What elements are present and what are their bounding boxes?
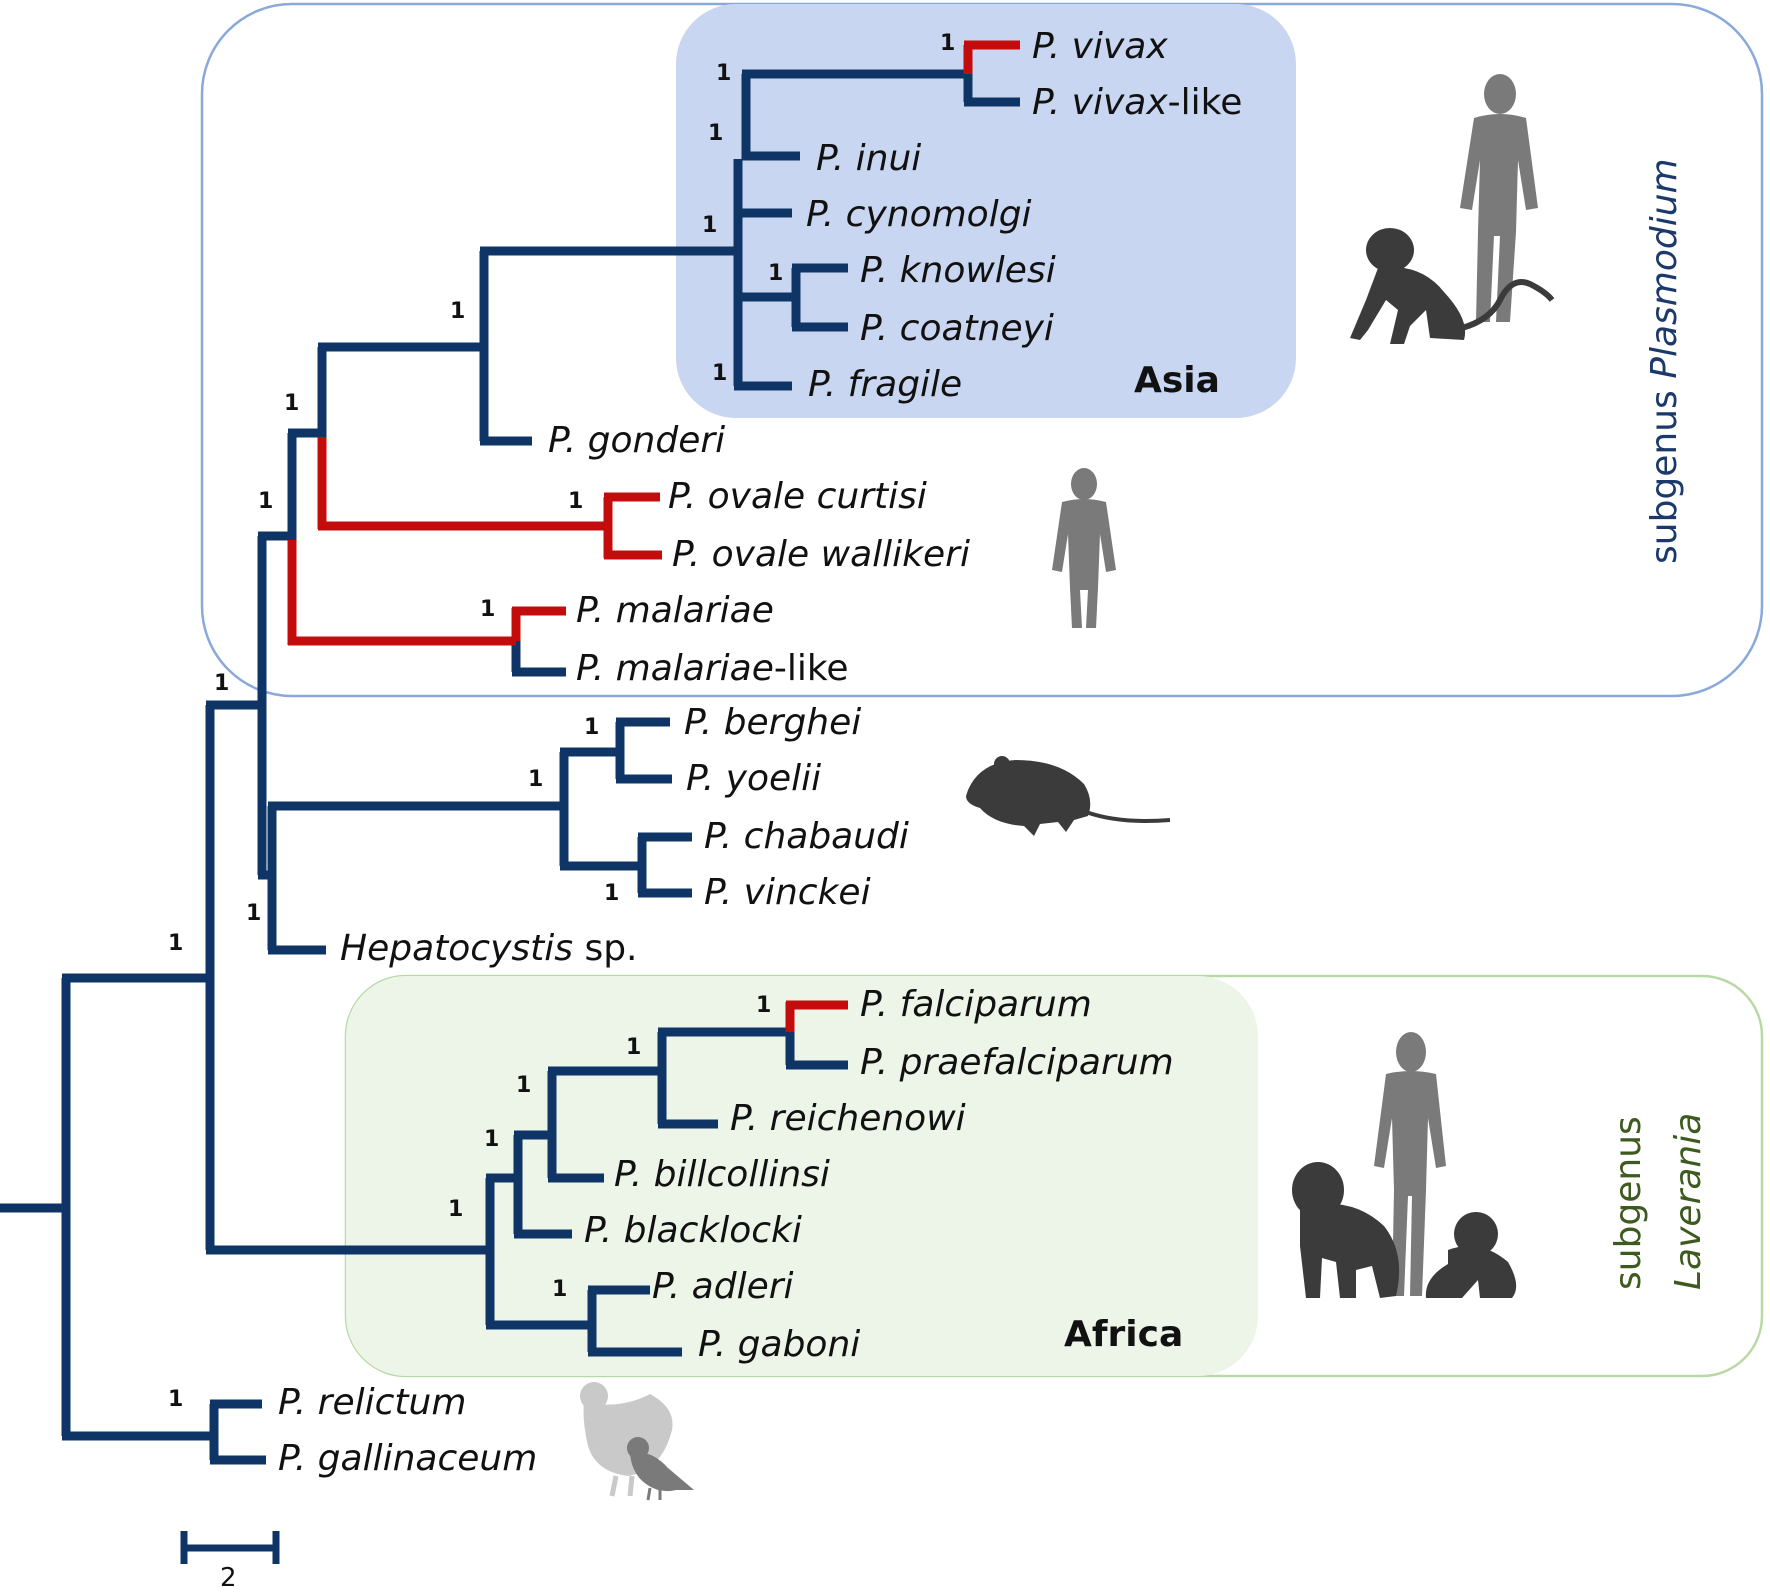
taxon-label: P. yoelii (686, 758, 821, 799)
region-label-africa: Africa (1064, 1314, 1183, 1355)
support-label: 1 (214, 671, 229, 696)
gorilla-icon (1292, 1162, 1400, 1298)
bird-icon (627, 1437, 694, 1501)
human-icon (1374, 1032, 1446, 1296)
rodent-icon (966, 756, 1171, 836)
support-label: 1 (940, 31, 955, 56)
taxon-label: P. coatneyi (860, 308, 1054, 349)
taxon-label: Hepatocystis sp. (340, 928, 638, 969)
taxon-label: P. adleri (652, 1266, 794, 1307)
taxon-label: P. fragile (808, 364, 962, 405)
support-label: 1 (516, 1073, 531, 1098)
taxon-label: P. knowlesi (860, 250, 1056, 291)
scale-bar-label: 2 (220, 1563, 237, 1593)
support-label: 1 (480, 597, 495, 622)
taxon-label: P. praefalciparum (860, 1042, 1174, 1083)
support-label: 1 (584, 715, 599, 740)
human-icon (1052, 468, 1116, 628)
taxon-label: P. blacklocki (584, 1210, 802, 1251)
tree-branches (0, 40, 1020, 1465)
taxon-label: P. chabaudi (704, 816, 909, 857)
chimpanzee-icon (1425, 1212, 1517, 1298)
taxon-label: P. ovale wallikeri (672, 534, 970, 575)
taxon-label: P. vinckei (704, 872, 871, 913)
macaque-icon (1350, 228, 1555, 344)
support-label: 1 (702, 213, 717, 238)
support-label: 1 (604, 881, 619, 906)
support-label: 1 (716, 61, 731, 86)
support-label: 1 (246, 901, 261, 926)
support-label: 1 (168, 1387, 183, 1412)
support-label: 1 (450, 299, 465, 324)
taxon-label: P. gallinaceum (278, 1438, 537, 1479)
taxon-label: P. cynomolgi (806, 194, 1032, 235)
support-label: 1 (528, 767, 543, 792)
support-label: 1 (484, 1127, 499, 1152)
taxon-label: P. inui (816, 138, 921, 179)
taxon-label: P. ovale curtisi (668, 476, 927, 517)
subgenus-plasmodium-label: subgenus Plasmodium (1644, 158, 1685, 564)
taxon-label: P. gonderi (548, 420, 725, 461)
support-label: 1 (258, 489, 273, 514)
support-label: 1 (284, 391, 299, 416)
support-label: 1 (448, 1197, 463, 1222)
subgenus-laverania-prefix: subgenus (1608, 1116, 1649, 1290)
taxon-label: P. billcollinsi (614, 1154, 830, 1195)
scale-bar (180, 1531, 280, 1564)
africa-region-box (346, 976, 1258, 1376)
human-icon (1460, 74, 1538, 322)
region-label-asia: Asia (1134, 360, 1220, 401)
support-label: 1 (168, 931, 183, 956)
subgenus-laverania-name: Laverania (1668, 1113, 1709, 1290)
taxon-label: P. berghei (684, 702, 861, 743)
taxon-label: P. malariae (576, 590, 774, 631)
taxon-label: P. malariae-like (576, 648, 849, 689)
asia-region-box (676, 4, 1296, 418)
support-label: 1 (626, 1035, 641, 1060)
taxon-label: P. vivax-like (1032, 82, 1242, 123)
taxon-label: P. vivax (1032, 26, 1168, 67)
taxon-label: P. falciparum (860, 984, 1092, 1025)
taxon-label: P. reichenowi (730, 1098, 966, 1139)
taxon-label: P. relictum (278, 1382, 466, 1423)
support-label: 1 (708, 121, 723, 146)
taxon-labels: P. vivax P. vivax-like P. inui P. cynomo… (278, 26, 1242, 1479)
support-label: 1 (568, 489, 583, 514)
support-label: 1 (756, 993, 771, 1018)
support-label: 1 (712, 361, 727, 386)
support-label: 1 (552, 1277, 567, 1302)
support-values: 1 1 1 1 1 1 1 1 1 1 1 1 1 1 1 1 1 1 1 1 … (168, 31, 955, 1412)
support-label: 1 (768, 261, 783, 286)
taxon-label: P. gaboni (698, 1324, 860, 1365)
